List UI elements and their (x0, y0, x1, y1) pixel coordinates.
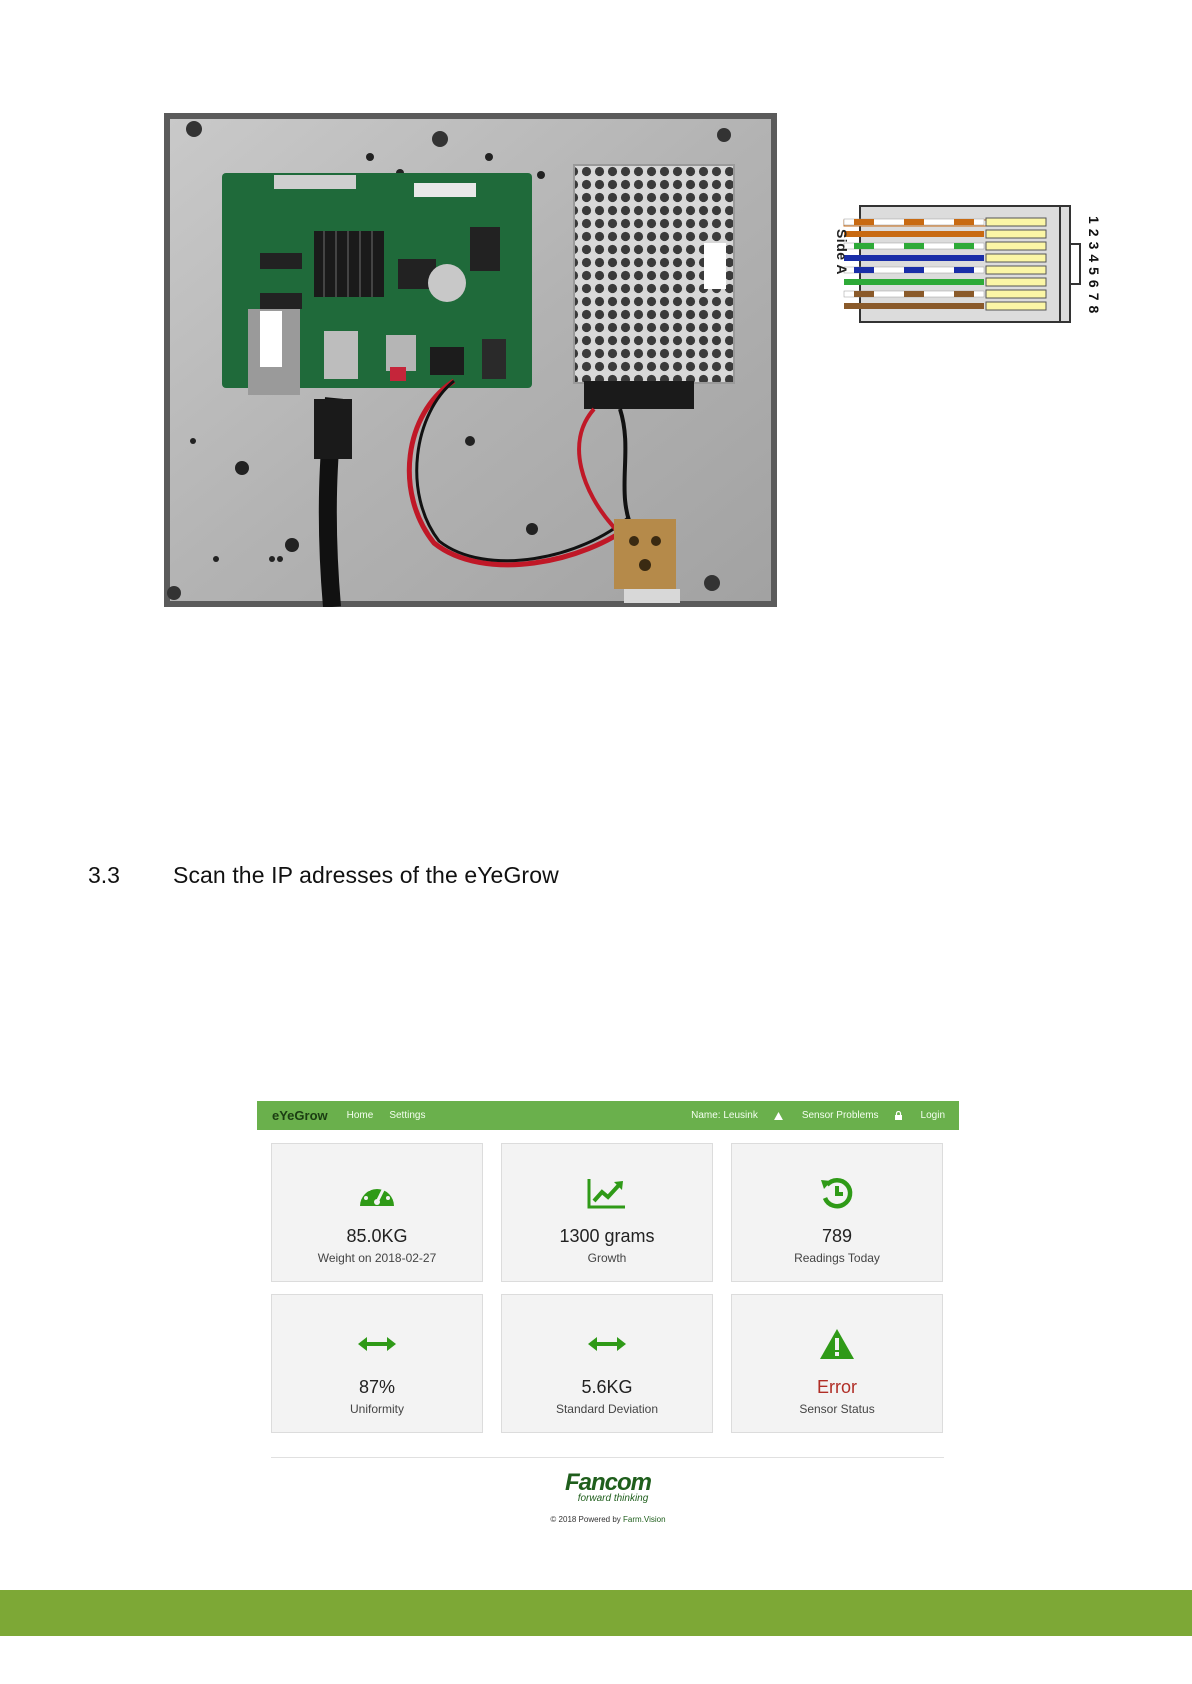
eyegrow-dashboard: eYeGrow Home Settings Name: Leusink Sens… (257, 1101, 959, 1531)
fancom-logo: Fancom forward thinking (257, 1469, 959, 1504)
stat-label: Weight on 2018-02-27 (272, 1251, 482, 1265)
dashboard-icon (358, 1178, 396, 1208)
top-navbar: eYeGrow Home Settings Name: Leusink Sens… (257, 1101, 959, 1130)
stat-card-standard-deviation: 5.6KG Standard Deviation (501, 1294, 713, 1433)
login-label: Login (921, 1110, 945, 1121)
logo-tagline: forward thinking (267, 1493, 959, 1504)
stat-value: 87% (272, 1377, 482, 1398)
copyright: © 2018 Powered by Farm.Vision (257, 1515, 959, 1524)
section-title: Scan the IP adresses of the eYeGrow (173, 862, 559, 888)
connector-pin-numbers: 12345678 (1086, 216, 1102, 318)
stat-value: 1300 grams (502, 1226, 712, 1247)
stat-card-sensor-status: Error Sensor Status (731, 1294, 943, 1433)
sensor-problems-label: Sensor Problems (802, 1110, 879, 1121)
history-icon (820, 1176, 854, 1210)
growth-chart-icon (587, 1177, 627, 1209)
stat-value: 789 (732, 1226, 942, 1247)
page-footer-band (0, 1590, 1192, 1636)
connector-side-label: Side A (834, 222, 850, 282)
footer-divider (271, 1457, 944, 1458)
horizontal-arrows-icon (588, 1336, 626, 1352)
warning-icon (774, 1112, 783, 1120)
rj45-wiring-diagram: Side A 12345678 (814, 196, 1104, 332)
farmvision-link[interactable]: Farm.Vision (623, 1515, 666, 1524)
user-name[interactable]: Name: Leusink (691, 1110, 758, 1121)
horizontal-arrows-icon (358, 1336, 396, 1352)
stat-label: Standard Deviation (502, 1402, 712, 1416)
stat-label: Sensor Status (732, 1402, 942, 1416)
stat-value: 5.6KG (502, 1377, 712, 1398)
lock-icon (895, 1111, 902, 1120)
navbar-right: Name: Leusink Sensor Problems Login (675, 1110, 959, 1121)
section-number: 3.3 (88, 862, 173, 889)
warning-icon (819, 1328, 855, 1360)
stat-label: Uniformity (272, 1402, 482, 1416)
stat-card-readings: 789 Readings Today (731, 1143, 943, 1282)
stat-value-error: Error (732, 1377, 942, 1398)
copyright-text: © 2018 Powered by (550, 1515, 620, 1524)
stat-card-uniformity: 87% Uniformity (271, 1294, 483, 1433)
stat-label: Readings Today (732, 1251, 942, 1265)
app-brand[interactable]: eYeGrow (272, 1108, 328, 1123)
nav-link-settings[interactable]: Settings (389, 1110, 425, 1121)
stat-card-weight: 85.0KG Weight on 2018-02-27 (271, 1143, 483, 1282)
controller-board-photo (164, 113, 777, 607)
sensor-problems-link[interactable]: Sensor Problems (774, 1110, 879, 1121)
login-link[interactable]: Login (895, 1110, 945, 1121)
nav-link-home[interactable]: Home (347, 1110, 374, 1121)
stat-card-growth: 1300 grams Growth (501, 1143, 713, 1282)
stat-label: Growth (502, 1251, 712, 1265)
stat-value: 85.0KG (272, 1226, 482, 1247)
